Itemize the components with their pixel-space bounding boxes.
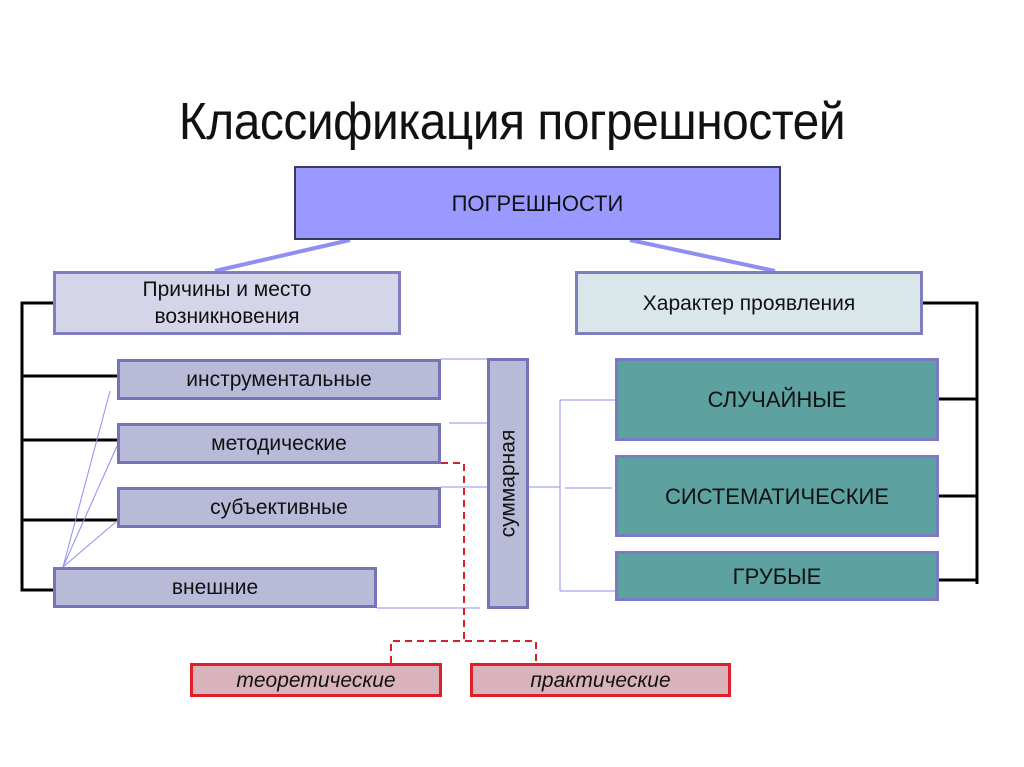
source-label: методические [211, 432, 347, 455]
subtype-dashed-bracket [390, 640, 537, 663]
kind-label: СЛУЧАЙНЫЕ [707, 387, 847, 412]
source-label: инструментальные [186, 368, 372, 391]
kind-label: СИСТЕМАТИЧЕСКИЕ [664, 483, 890, 509]
source-label: субъективные [210, 496, 348, 519]
subtype-theoretical: теоретические [190, 663, 442, 697]
slide-title: Классификация погрешностей [178, 93, 846, 151]
summary-label: суммарная [496, 429, 520, 538]
source-instrumental: инструментальные [117, 359, 441, 400]
left-bracket [20, 301, 53, 592]
subtype-practical: практические [470, 663, 731, 697]
summary-node: суммарная [487, 358, 529, 609]
source-external: внешние [53, 567, 377, 608]
root-node-errors: ПОГРЕШНОСТИ [294, 166, 781, 240]
connector-root-left [214, 238, 351, 273]
connector-root-right [629, 238, 776, 273]
source-methodical: методические [117, 423, 441, 464]
subtype-label: практические [530, 668, 671, 692]
root-label: ПОГРЕШНОСТИ [451, 190, 624, 216]
category-causes-origin: Причины и место возникновения [53, 271, 401, 335]
methodical-dashed-connector [441, 462, 465, 640]
kind-systematic: СИСТЕМАТИЧЕСКИЕ [615, 455, 939, 537]
category-manifestation: Характер проявления [575, 271, 923, 335]
category-right-label: Характер проявления [642, 291, 856, 315]
fan-line-1 [62, 390, 111, 568]
source-subjective: субъективные [117, 487, 441, 528]
right-bracket [923, 301, 979, 584]
fan-line-3 [62, 520, 118, 568]
source-label: внешние [171, 576, 259, 599]
kind-label: ГРУБЫЕ [732, 563, 822, 589]
subtype-label: теоретические [236, 668, 396, 692]
fan-line-2 [62, 445, 118, 568]
kind-random: СЛУЧАЙНЫЕ [615, 358, 939, 441]
kind-gross: ГРУБЫЕ [615, 551, 939, 601]
category-left-label: Причины и место возникновения [142, 278, 312, 328]
